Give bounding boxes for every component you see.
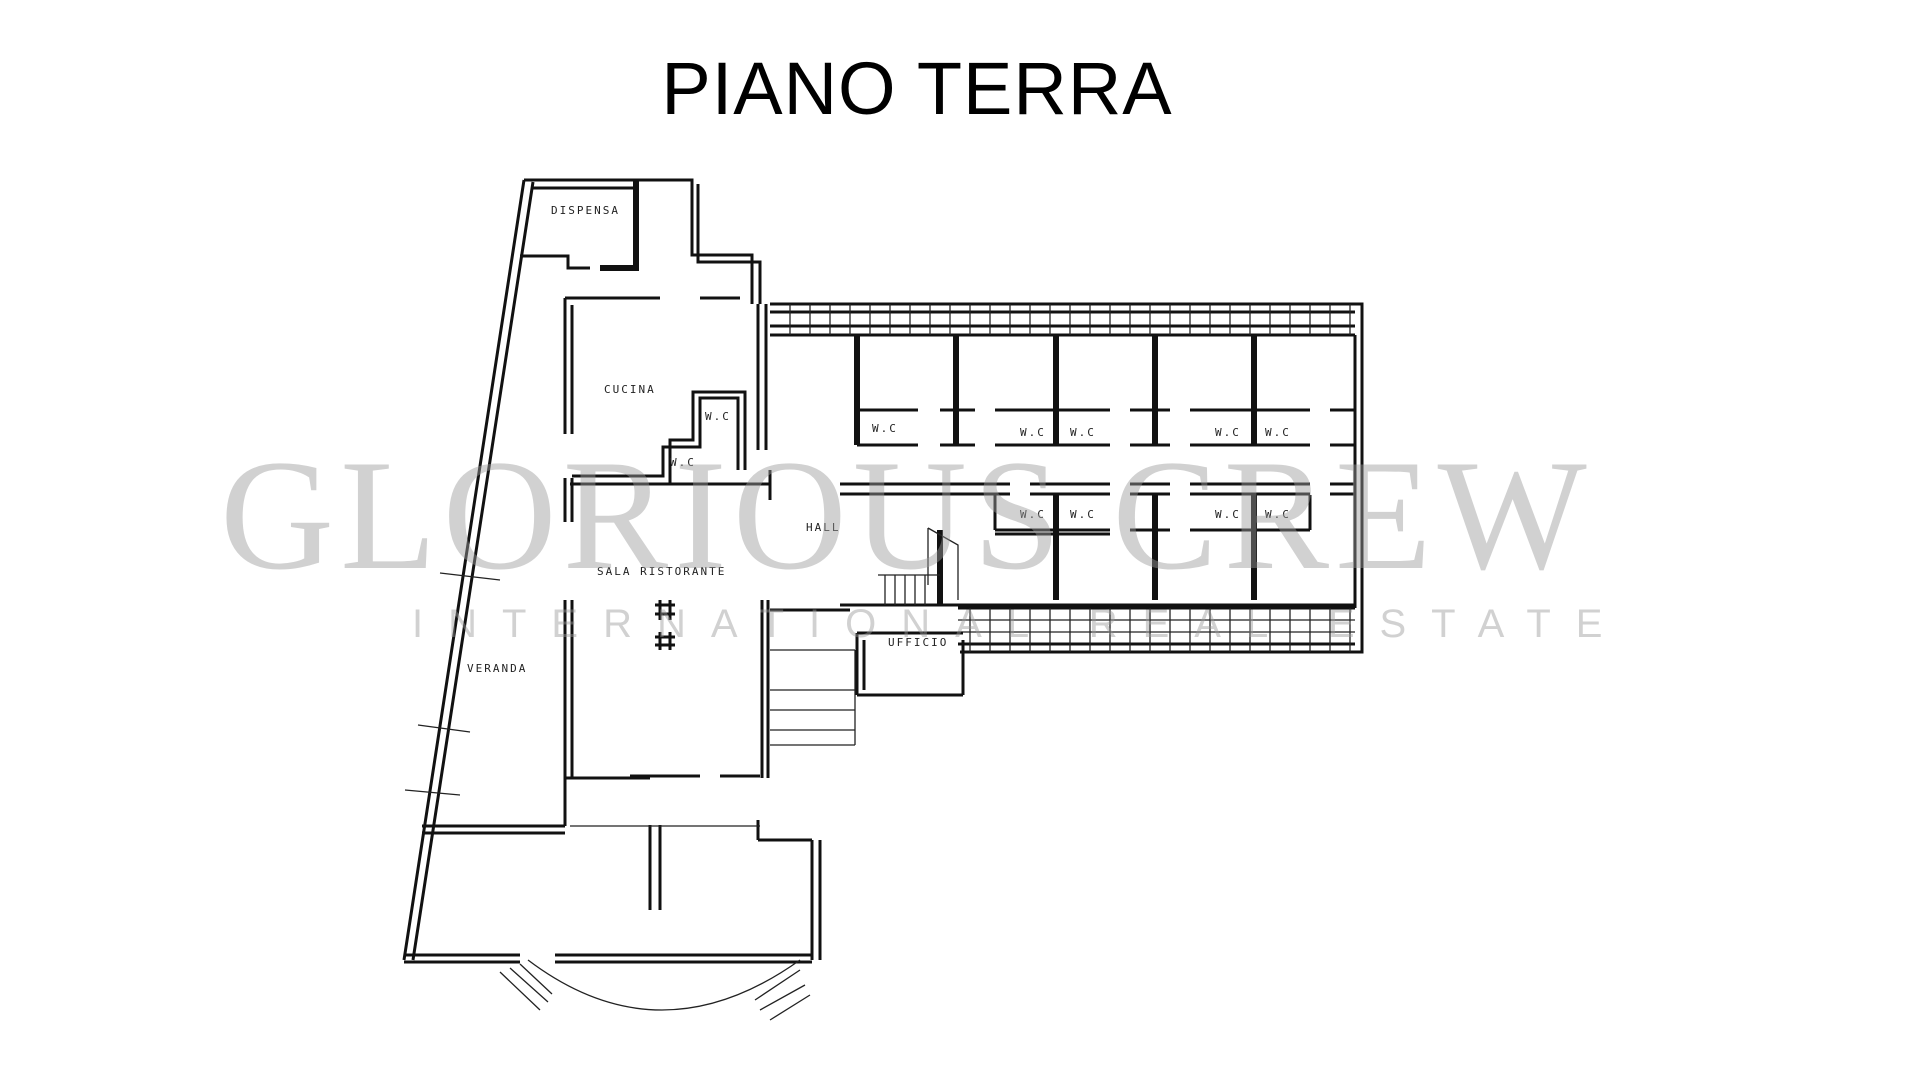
watermark-tagline: INTERNATIONAL REAL ESTATE (412, 602, 1627, 646)
room-label-wc: W.C (1070, 508, 1096, 521)
room-label-wc: W.C (1265, 426, 1291, 439)
room-label-wc: W.C (670, 456, 696, 469)
page-title: PIANO TERRA (661, 47, 1173, 130)
room-label-hall: HALL (806, 521, 841, 534)
room-label-wc: W.C (705, 410, 731, 423)
watermark-brand: GLORIOUS CREW (220, 428, 1593, 603)
room-label-wc: W.C (872, 422, 898, 435)
room-label-ufficio: UFFICIO (888, 636, 948, 649)
room-label-wc: W.C (1020, 426, 1046, 439)
room-label-wc: W.C (1265, 508, 1291, 521)
room-label-veranda: VERANDA (467, 662, 527, 675)
room-label-dispensa: DISPENSA (551, 204, 620, 217)
room-label-cucina: CUCINA (604, 383, 656, 396)
room-label-wc: W.C (1215, 426, 1241, 439)
room-label-sala-ristorante: SALA RISTORANTE (597, 565, 726, 578)
room-label-wc: W.C (1070, 426, 1096, 439)
room-label-wc: W.C (1020, 508, 1046, 521)
room-label-wc: W.C (1215, 508, 1241, 521)
walls (402, 178, 1364, 1021)
